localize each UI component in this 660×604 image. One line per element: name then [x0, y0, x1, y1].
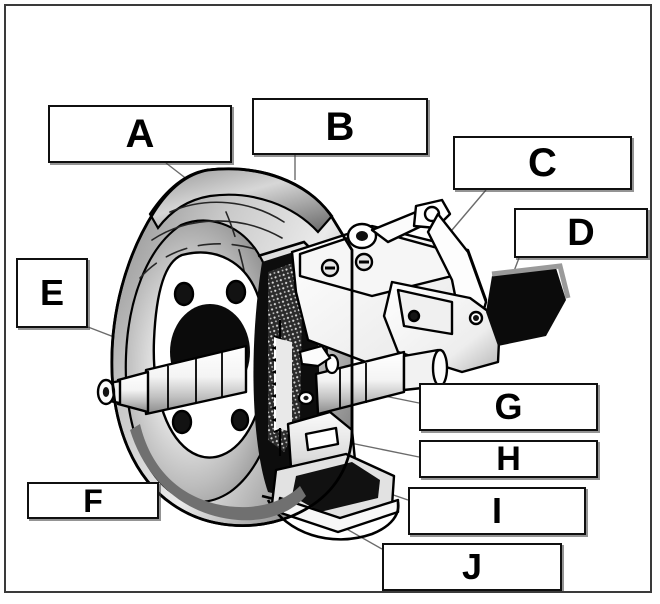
axle-shaft — [96, 344, 248, 416]
small-hardware — [297, 344, 340, 406]
anchor-bracket — [382, 280, 502, 374]
answer-box-b[interactable]: B — [252, 98, 428, 155]
dark-wedge — [486, 263, 571, 346]
wedge-highlight-edge — [491, 263, 571, 299]
answer-label-h: H — [496, 440, 521, 478]
shoe-web-slot — [304, 426, 340, 452]
pivot-eye-inner — [356, 231, 368, 241]
hub-bolt-hole-3 — [171, 409, 193, 435]
answer-label-g: G — [494, 386, 523, 427]
answer-box-a[interactable]: A — [48, 105, 232, 163]
answer-box-c[interactable]: C — [453, 136, 632, 190]
adjuster-barrel — [314, 350, 406, 416]
shaft-end-center — [102, 387, 110, 397]
brake-shoe — [266, 410, 400, 541]
answer-label-b: B — [325, 104, 355, 149]
shaft-step-mid — [116, 370, 150, 414]
hub-bolt-hole-2 — [225, 279, 247, 305]
drum-silhouette — [110, 167, 354, 527]
hub-bolt-hole-1 — [173, 281, 195, 307]
answer-label-f: F — [83, 482, 103, 519]
retaining-clip — [298, 344, 332, 368]
answer-box-j[interactable]: J — [382, 543, 562, 591]
answer-box-h[interactable]: H — [419, 440, 598, 478]
answer-box-g[interactable]: G — [419, 383, 598, 431]
anchor-bolt-hole-1 — [407, 309, 421, 323]
answer-box-e[interactable]: E — [16, 258, 88, 328]
adjuster-end-face — [431, 348, 449, 388]
hub-bolt-hole-4 — [230, 408, 250, 432]
answer-label-c: C — [528, 141, 557, 185]
drum-contour-2 — [151, 220, 283, 241]
drum-contour-3 — [139, 243, 259, 279]
drum-contour-1 — [169, 201, 285, 223]
answer-label-i: I — [491, 490, 502, 531]
hold-down-pin-core — [303, 395, 309, 401]
shoe-heel-curl — [266, 499, 400, 541]
drum-outline-overlay — [110, 167, 354, 527]
adjuster-rod — [314, 348, 449, 416]
answer-label-e: E — [39, 272, 64, 313]
answer-label-j: J — [461, 546, 483, 587]
anchor-fold — [396, 288, 454, 336]
spring-core-shadow — [276, 338, 292, 432]
answer-label-a: A — [125, 112, 155, 156]
answer-box-i[interactable]: I — [408, 487, 586, 535]
answer-box-f[interactable]: F — [27, 482, 159, 519]
anchor-bolt-hole-2-core — [473, 315, 479, 321]
answer-box-d[interactable]: D — [514, 208, 648, 258]
return-spring — [270, 320, 292, 456]
wedge-shadow-block — [486, 268, 566, 346]
shoe-pad-dark — [292, 462, 380, 512]
answer-label-d: D — [567, 212, 595, 254]
